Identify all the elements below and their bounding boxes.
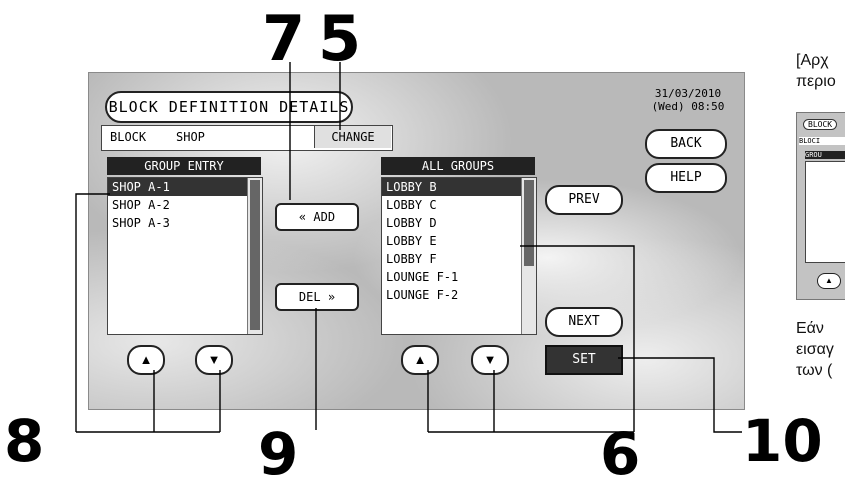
side-text-1: [Αρχ <box>796 52 829 69</box>
callout-7: 7 <box>262 2 306 75</box>
double-chevron-left-icon: « <box>298 210 307 224</box>
add-label: ADD <box>313 210 336 224</box>
double-chevron-right-icon: » <box>327 290 336 304</box>
thumbnail-arrow-icon: ▲ <box>817 273 841 289</box>
callout-10: 10 <box>742 407 823 475</box>
add-button[interactable]: « ADD <box>275 203 359 231</box>
all-groups-header: ALL GROUPS <box>381 157 535 175</box>
next-button[interactable]: NEXT <box>545 307 623 337</box>
all-groups-list[interactable]: LOBBY B LOBBY C LOBBY D LOBBY E LOBBY F LOUNG… <box>381 177 537 335</box>
back-button[interactable]: BACK <box>645 129 727 159</box>
side-text-4: εισαγ <box>796 341 834 358</box>
callout-6: 6 <box>600 420 641 488</box>
group-entry-down-button[interactable]: ▼ <box>195 345 233 375</box>
callout-8: 8 <box>4 407 45 475</box>
group-entry-item[interactable]: SHOP A-1 <box>108 178 262 196</box>
block-value: SHOP <box>176 130 205 144</box>
side-text-3: Εάν <box>796 320 824 337</box>
group-entry-scrollbar[interactable] <box>247 178 262 334</box>
group-entry-scroll-thumb[interactable] <box>250 180 260 330</box>
all-groups-item[interactable]: LOBBY B <box>382 178 536 196</box>
set-button[interactable]: SET <box>545 345 623 375</box>
thumbnail-list <box>805 161 845 263</box>
side-text-2: περιο <box>796 73 836 90</box>
datetime: 31/03/2010 (Wed) 08:50 <box>643 87 733 113</box>
time-text: (Wed) 08:50 <box>651 100 725 113</box>
all-groups-item[interactable]: LOBBY C <box>386 198 437 212</box>
arrow-up-icon: ▲ <box>413 352 427 367</box>
all-groups-item[interactable]: LOUNGE F-1 <box>386 270 459 284</box>
group-entry-item[interactable]: SHOP A-2 <box>112 198 170 212</box>
all-groups-item[interactable]: LOBBY E <box>386 234 437 248</box>
del-button[interactable]: DEL » <box>275 283 359 311</box>
group-entry-up-button[interactable]: ▲ <box>127 345 165 375</box>
all-groups-up-button[interactable]: ▲ <box>401 345 439 375</box>
thumbnail-screen: BLOCK BLOCI GROU ▲ <box>796 112 845 300</box>
callout-9: 9 <box>258 420 299 488</box>
arrow-down-icon: ▼ <box>207 352 221 367</box>
prev-button[interactable]: PREV <box>545 185 623 215</box>
del-label: DEL <box>298 290 321 304</box>
thumbnail-col-label: GROU <box>805 151 845 159</box>
all-groups-scroll-thumb[interactable] <box>524 180 534 266</box>
callout-5: 5 <box>318 2 362 75</box>
block-bar: BLOCK SHOP CHANGE <box>101 125 393 151</box>
all-groups-item[interactable]: LOUNGE F-2 <box>386 288 459 302</box>
thumbnail-row-label: BLOCI <box>799 137 845 145</box>
arrow-up-icon: ▲ <box>139 352 153 367</box>
thumbnail-title: BLOCK <box>803 119 838 130</box>
date-text: 31/03/2010 <box>654 87 722 100</box>
all-groups-item[interactable]: LOBBY D <box>386 216 437 230</box>
all-groups-down-button[interactable]: ▼ <box>471 345 509 375</box>
help-button[interactable]: HELP <box>645 163 727 193</box>
all-groups-item[interactable]: LOBBY F <box>386 252 437 266</box>
side-text-5: των ( <box>796 362 833 379</box>
group-entry-header: GROUP ENTRY <box>107 157 261 175</box>
arrow-down-icon: ▼ <box>483 352 497 367</box>
device-screen: BLOCK DEFINITION DETAILS BLOCK SHOP CHAN… <box>88 72 745 410</box>
all-groups-scrollbar[interactable] <box>521 178 536 334</box>
block-label: BLOCK <box>110 130 147 144</box>
screen-title: BLOCK DEFINITION DETAILS <box>105 91 353 123</box>
group-entry-item[interactable]: SHOP A-3 <box>112 216 170 230</box>
change-button[interactable]: CHANGE <box>314 126 391 148</box>
